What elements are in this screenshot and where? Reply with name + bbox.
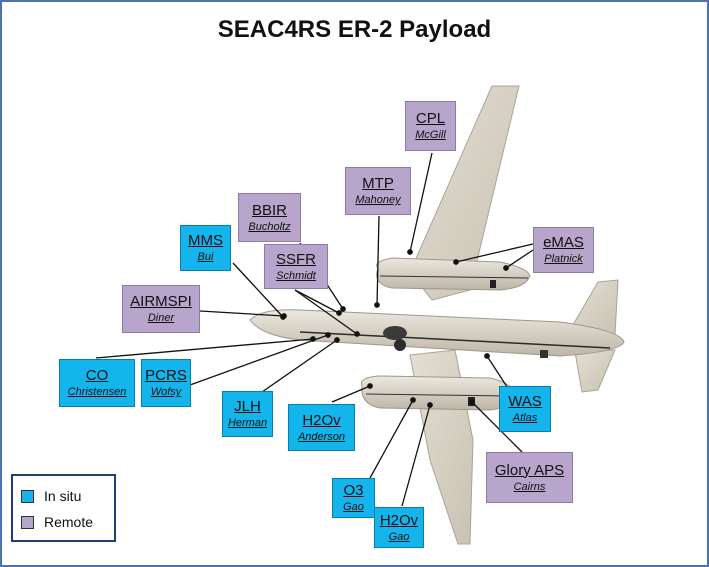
lower-wing-pod	[360, 375, 516, 411]
instrument-name: BBIR	[251, 201, 287, 219]
instrument-label-airmspi: AIRMSPI Diner	[122, 285, 200, 333]
arrow-jlh	[261, 339, 338, 393]
arrow-emas-1	[455, 243, 534, 263]
arrow-o3	[369, 399, 414, 479]
tail-stabilizer	[574, 349, 616, 393]
instrument-name: SSFR	[275, 250, 316, 268]
legend: In situ Remote	[11, 474, 116, 542]
upper-wing	[409, 85, 520, 301]
instrument-name: WAS	[508, 393, 542, 410]
instrument-label-pcrs: PCRS Wofsy	[141, 359, 191, 407]
instrument-pi: Diner	[147, 312, 175, 324]
instrument-name: JLH	[234, 398, 261, 415]
arrow-co	[95, 338, 314, 359]
arrow-mtp	[376, 215, 380, 306]
instrument-pi: Christensen	[67, 386, 127, 398]
legend-label: In situ	[44, 488, 82, 504]
instrument-pi: Gao	[343, 501, 364, 513]
arrow-ssfr-2	[294, 289, 358, 335]
arrow-mms	[232, 262, 284, 318]
instrument-name: MTP	[362, 175, 394, 192]
instrument-label-h2ov-anderson: H2Ov Anderson	[288, 404, 355, 451]
instrument-label-h2ov-gao: H2Ov Gao	[374, 507, 424, 548]
instrument-label-cpl: CPL McGill	[405, 101, 456, 151]
instrument-label-mms: MMS Bui	[180, 225, 231, 271]
instrument-name: MMS	[188, 232, 223, 249]
arrow-airmspi	[199, 310, 285, 317]
diagram-title: SEAC4RS ER-2 Payload	[217, 16, 492, 43]
instrument-label-was: WAS Atlas	[499, 386, 551, 432]
instrument-pi: Anderson	[297, 430, 346, 443]
legend-label: Remote	[44, 514, 94, 530]
instrument-name: eMAS	[543, 234, 584, 251]
legend-item-in-situ: In situ	[21, 488, 81, 504]
instrument-pi: Platnick	[544, 253, 583, 265]
in-situ-swatch	[21, 489, 34, 503]
instrument-name: PCRS	[145, 367, 187, 384]
instrument-label-emas: eMAS Platnick	[533, 227, 594, 273]
arrow-pcrs	[189, 334, 329, 386]
fuselage-stripe	[299, 331, 611, 349]
instrument-pi: Atlas	[512, 412, 538, 424]
remote-swatch	[21, 515, 34, 529]
arrow-cpl	[409, 152, 433, 253]
instrument-label-mtp: MTP Mahoney	[345, 167, 411, 215]
instrument-name: O3	[343, 482, 364, 499]
instrument-pi: Gao	[388, 530, 410, 543]
instrument-name: CPL	[415, 110, 446, 127]
landing-gear	[394, 339, 406, 351]
instrument-name: H2Ov	[302, 411, 341, 429]
instrument-label-o3: O3 Gao	[332, 478, 375, 518]
arrow-h2ov-anderson	[331, 385, 371, 403]
instrument-pi: Wofsy	[150, 386, 182, 398]
instrument-pi: Herman	[227, 417, 268, 429]
instrument-name: AIRMSPI	[130, 293, 192, 310]
instrument-pi: Cairns	[513, 480, 546, 493]
instrument-pi: Mahoney	[355, 194, 401, 206]
instrument-pi: McGill	[415, 129, 446, 141]
arrow-emas-2	[505, 249, 534, 269]
instrument-pi: Schmidt	[276, 269, 316, 282]
instrument-name: CO	[85, 367, 109, 384]
instrument-label-glory-aps: Glory APS Cairns	[486, 452, 573, 503]
instrument-label-ssfr: SSFR Schmidt	[264, 244, 328, 289]
arrow-glory-aps	[471, 401, 523, 453]
instrument-label-co: CO Christensen	[59, 359, 135, 407]
instrument-name: Glory APS	[494, 461, 565, 479]
legend-item-remote: Remote	[21, 514, 93, 530]
arrow-h2ov-gao	[401, 404, 431, 507]
instrument-pi: Bucholtz	[248, 220, 291, 233]
instrument-name: H2Ov	[379, 511, 419, 529]
instrument-label-bbir: BBIR Bucholtz	[238, 193, 301, 242]
canopy	[383, 326, 407, 340]
instrument-pi: Bui	[197, 251, 214, 263]
instrument-label-jlh: JLH Herman	[222, 391, 273, 437]
arrow-ssfr-1	[294, 289, 340, 314]
